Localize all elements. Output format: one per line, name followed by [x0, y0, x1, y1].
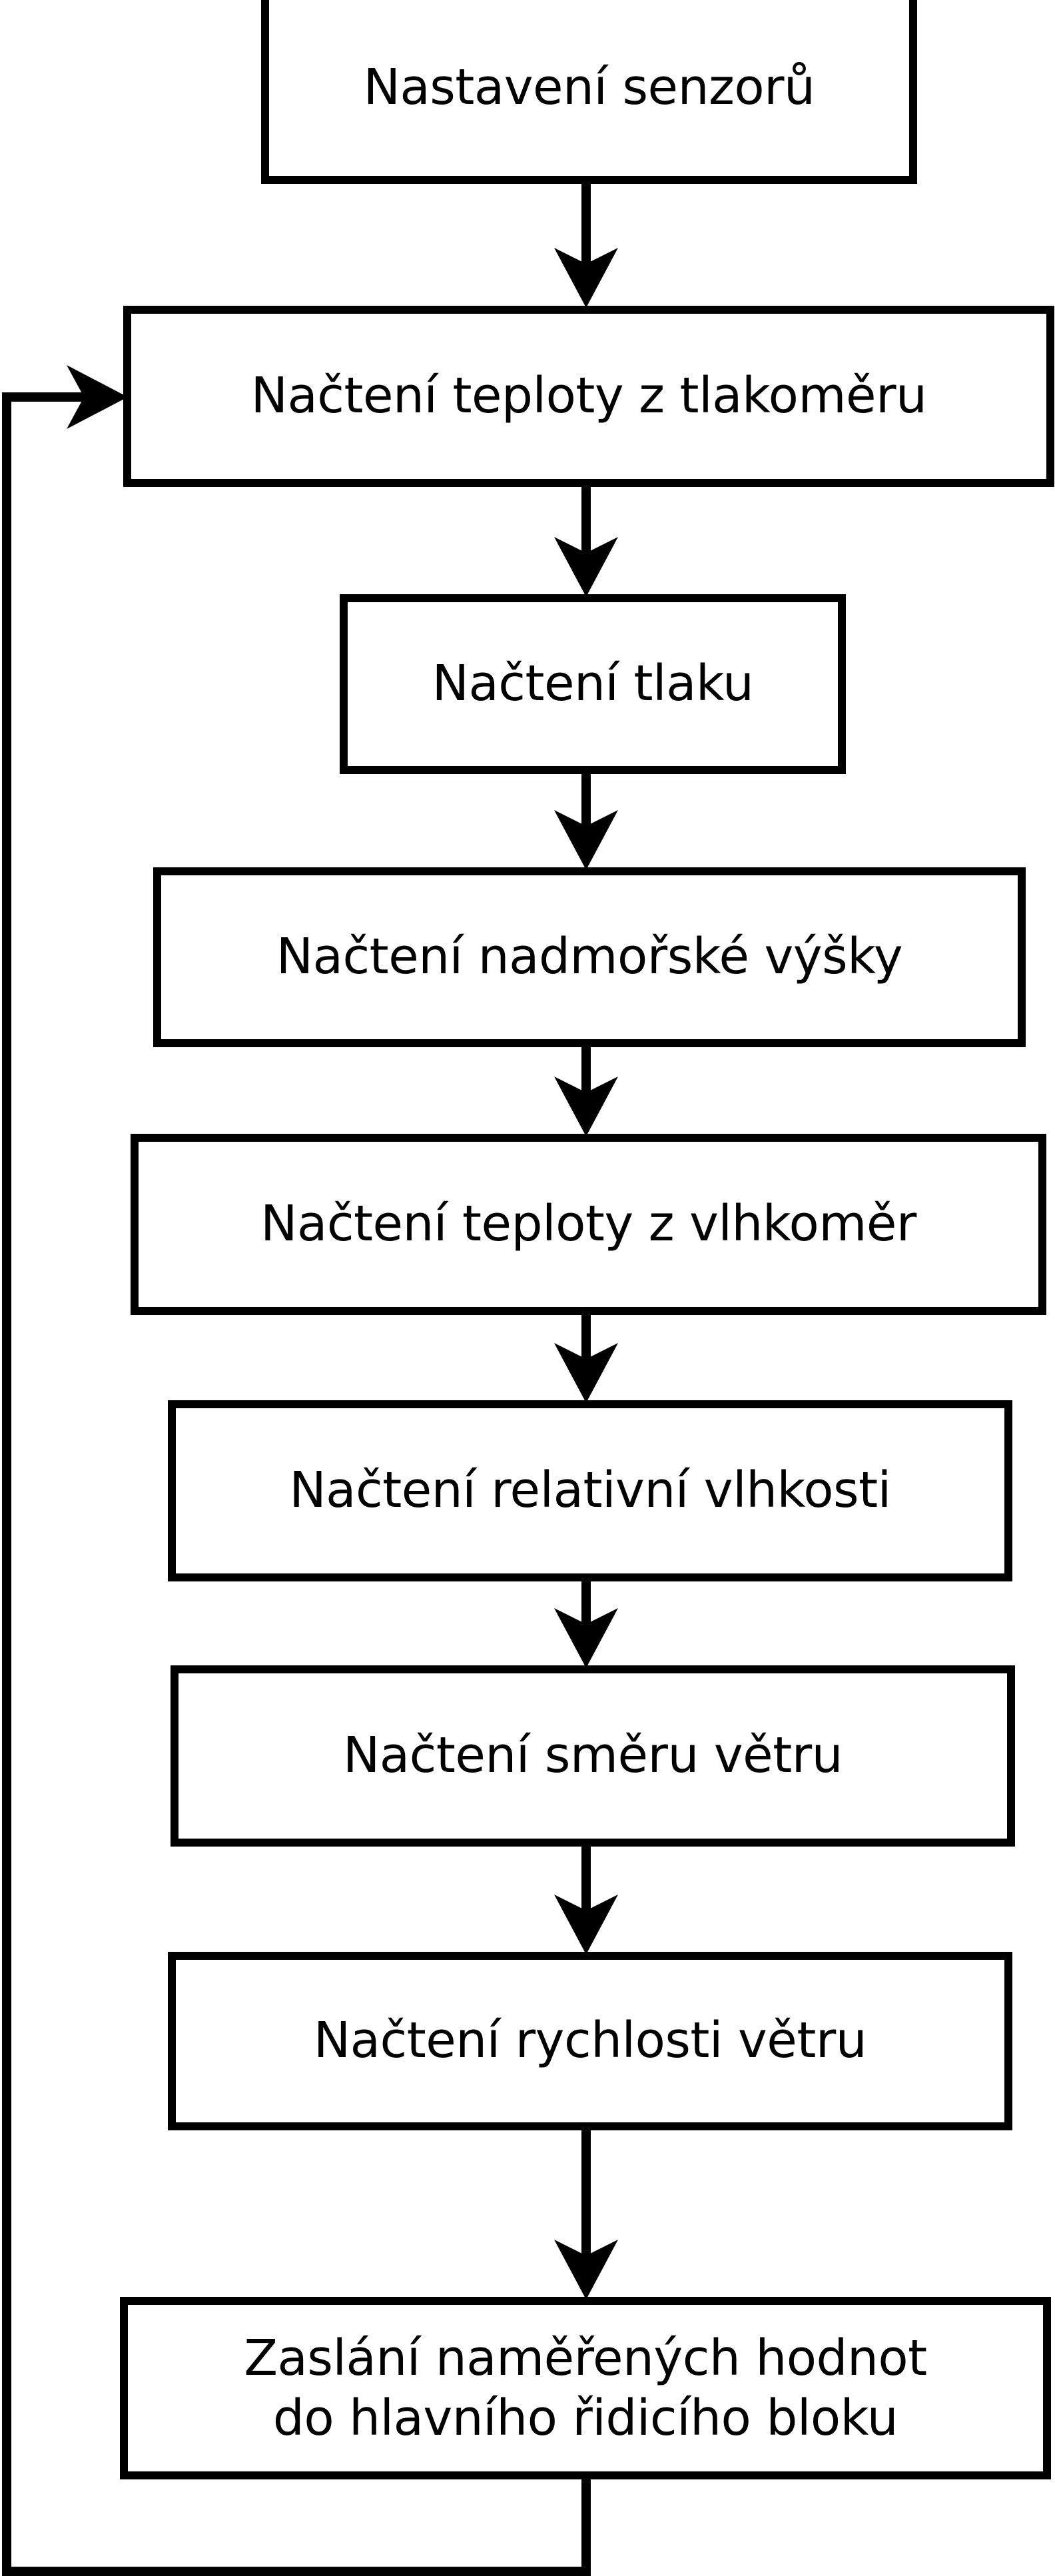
- node-zaslani-namerenych-hodnot[interactable]: Zaslání naměřených hodnot do hlavního ři…: [120, 2297, 1051, 2479]
- node-label: Načtení tlaku: [432, 655, 754, 713]
- node-label: Načtení teploty z vlhkoměr: [260, 1195, 916, 1253]
- node-label: Načtení směru větru: [342, 1727, 843, 1785]
- node-nacteni-relativni-vlhkosti[interactable]: Načtení relativní vlhkosti: [168, 1400, 1012, 1581]
- node-nacteni-nadmorske-vysky[interactable]: Načtení nadmořské výšky: [153, 867, 1026, 1047]
- node-label: Zaslání naměřených hodnot do hlavního ři…: [244, 2329, 927, 2447]
- node-label: Nastavení senzorů: [363, 59, 815, 117]
- node-nacteni-smeru-vetru[interactable]: Načtení směru větru: [171, 1665, 1015, 1847]
- edge-2-to-3: [554, 487, 618, 597]
- node-nacteni-teploty-z-tlakomeru[interactable]: Načtení teploty z tlakoměru: [123, 306, 1054, 487]
- edge-5-to-6: [554, 1315, 618, 1403]
- edge-3-to-4: [554, 774, 618, 870]
- edge-8-to-9: [554, 2130, 618, 2300]
- node-label: Načtení relativní vlhkosti: [289, 1462, 891, 1519]
- node-nacteni-tlaku[interactable]: Načtení tlaku: [340, 594, 846, 774]
- node-label: Načtení rychlosti větru: [313, 2012, 867, 2070]
- edge-4-to-5: [554, 1047, 618, 1136]
- node-label: Načtení nadmořské výšky: [276, 928, 903, 986]
- node-nastaveni-senzoru[interactable]: Nastavení senzorů: [261, 0, 917, 184]
- node-label: Načtení teploty z tlakoměru: [250, 367, 927, 425]
- node-nacteni-rychlosti-vetru[interactable]: Načtení rychlosti větru: [168, 1952, 1012, 2130]
- edge-1-to-2: [554, 184, 618, 308]
- edge-6-to-7: [554, 1581, 618, 1668]
- edge-7-to-8: [554, 1847, 618, 1954]
- edge-9-to-2-loop: [2, 365, 591, 2576]
- node-nacteni-teploty-z-vlhkomeru[interactable]: Načtení teploty z vlhkoměr: [131, 1134, 1046, 1315]
